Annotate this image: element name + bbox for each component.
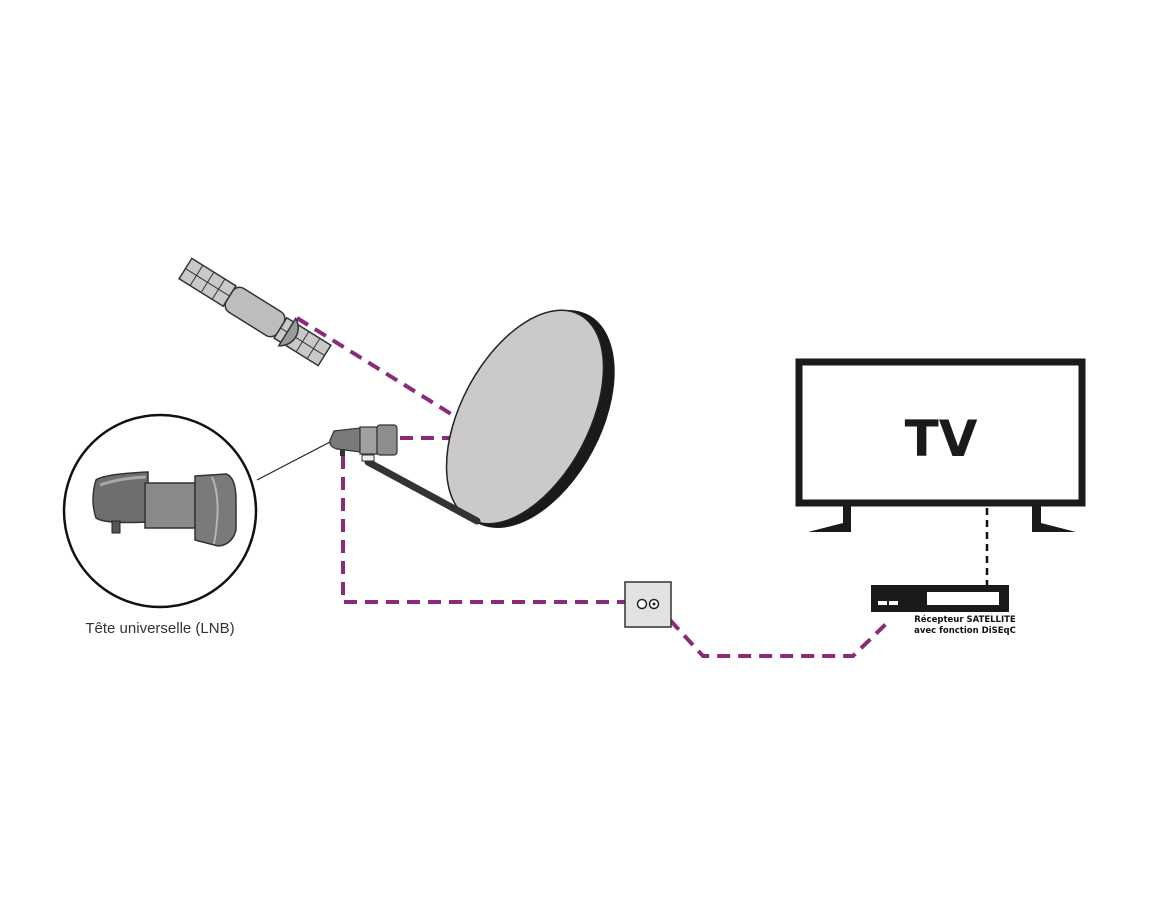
satellite-dish bbox=[364, 309, 615, 528]
tv-label: TV bbox=[905, 410, 978, 468]
receiver-caption-line2: avec fonction DiSEqC bbox=[914, 626, 1016, 636]
outlet-to-receiver-cable bbox=[668, 618, 892, 658]
receiver-caption-line1: Récepteur SATELLITE bbox=[914, 615, 1016, 625]
satellite-to-dish-signal bbox=[295, 316, 490, 439]
dish-arm bbox=[364, 458, 481, 525]
outlet-socket-left bbox=[636, 598, 648, 610]
tv-stand-left bbox=[808, 506, 851, 532]
receiver-display bbox=[927, 592, 999, 605]
lnb-to-outlet-cable bbox=[341, 456, 625, 604]
tv-stand-right bbox=[1032, 506, 1076, 532]
receiver-caption: Récepteur SATELLITE avec fonction DiSEqC bbox=[900, 615, 1030, 637]
satellite-receiver bbox=[871, 585, 1009, 612]
wall-outlet bbox=[624, 581, 672, 628]
lnb-large-icon bbox=[92, 471, 237, 547]
satellite-antenna bbox=[277, 317, 299, 347]
zoom-connector-line bbox=[256, 441, 331, 481]
satellite-icon bbox=[178, 257, 332, 367]
receiver-button-2 bbox=[889, 601, 898, 605]
tv-icon: TV bbox=[795, 358, 1086, 532]
lnb-small-icon bbox=[329, 424, 398, 462]
lnb-caption: Tête universelle (LNB) bbox=[85, 620, 235, 637]
receiver-button-1 bbox=[878, 601, 887, 605]
satellite-body bbox=[224, 286, 286, 338]
